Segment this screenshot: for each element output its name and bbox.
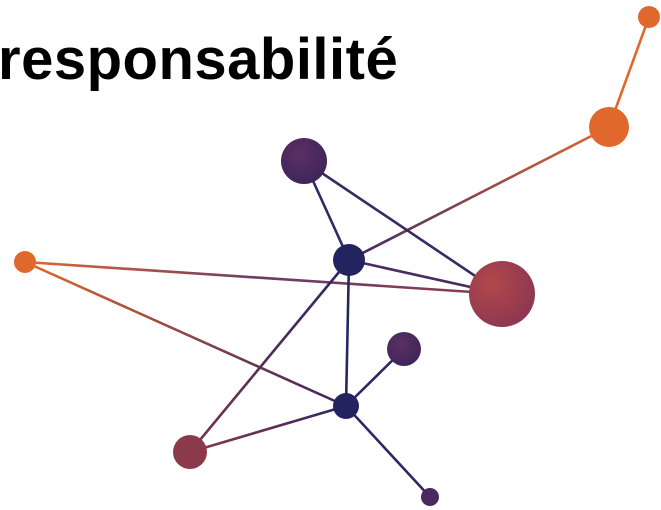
edge <box>188 404 348 454</box>
edge <box>344 404 432 499</box>
node-big-red <box>469 261 535 327</box>
node-purple-top <box>281 138 327 184</box>
node-top-right-large <box>589 107 629 147</box>
edge <box>23 260 504 296</box>
edge <box>188 258 351 454</box>
node-bottom-small <box>421 488 439 506</box>
node-purple-mid <box>387 332 421 366</box>
page-title: responsabilité <box>0 27 399 92</box>
node-hub-lower <box>333 393 359 419</box>
edge <box>344 258 351 408</box>
node-hub-upper <box>333 244 365 276</box>
edge <box>23 260 348 408</box>
node-bottom-left <box>173 435 207 469</box>
node-left-orange <box>14 251 36 273</box>
edge <box>347 125 611 262</box>
node-top-right-small <box>638 6 660 28</box>
edge <box>302 159 504 296</box>
network-nodes <box>14 6 660 506</box>
